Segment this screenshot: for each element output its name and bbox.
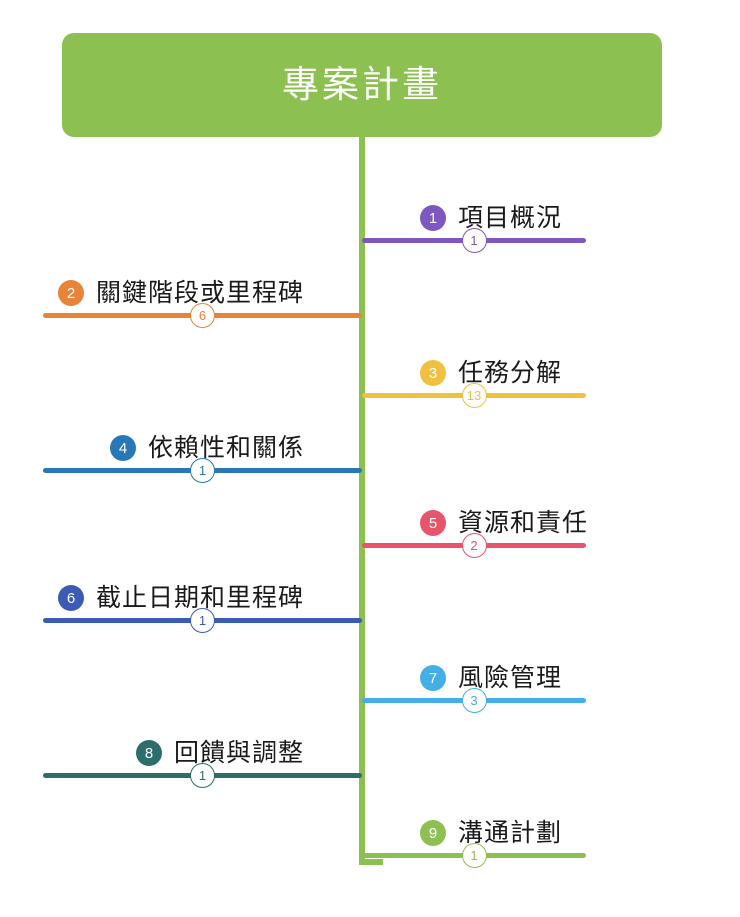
child-count-badge-4[interactable]: 1 [190, 458, 215, 483]
branch-label-row-1[interactable]: 1 項目概況 [420, 205, 562, 231]
child-count-badge-8[interactable]: 1 [190, 763, 215, 788]
node-number-badge-6: 6 [57, 585, 84, 611]
child-count-badge-7[interactable]: 3 [461, 688, 487, 713]
node-label-4: 依賴性和關係 [147, 434, 304, 462]
trunk-line [359, 137, 365, 865]
branch-label-row-5[interactable]: 5 資源和責任 [420, 510, 588, 536]
node-number-badge-2: 2 [57, 280, 84, 306]
branch-label-row-4[interactable]: 4 依賴性和關係 [109, 434, 304, 462]
child-count-badge-1[interactable]: 1 [461, 228, 487, 253]
node-number-badge-8: 8 [135, 740, 162, 766]
child-count-badge-6[interactable]: 1 [190, 608, 215, 633]
branch-label-row-8[interactable]: 8 回饋與調整 [135, 739, 304, 767]
node-number-badge-7: 7 [420, 665, 446, 691]
node-number-badge-3: 3 [420, 360, 446, 386]
node-label-6: 截止日期和里程碑 [95, 584, 304, 612]
node-label-9: 溝通計劃 [458, 819, 563, 847]
child-count-badge-5[interactable]: 2 [461, 533, 487, 558]
child-count-badge-3[interactable]: 13 [461, 383, 487, 408]
node-label-8: 回饋與調整 [173, 739, 304, 767]
node-number-badge-9: 9 [420, 820, 446, 846]
child-count-badge-9[interactable]: 1 [461, 843, 487, 868]
node-number-badge-5: 5 [420, 510, 446, 536]
trunk-foot [359, 859, 383, 865]
branch-label-row-2[interactable]: 2 關鍵階段或里程碑 [57, 279, 304, 307]
branch-label-row-7[interactable]: 7 風險管理 [420, 665, 562, 691]
node-label-2: 關鍵階段或里程碑 [95, 279, 304, 307]
node-label-7: 風險管理 [458, 664, 563, 692]
branch-label-row-9[interactable]: 9 溝通計劃 [420, 820, 562, 846]
node-number-badge-1: 1 [420, 205, 446, 231]
root-node[interactable]: 專案計畫 [62, 33, 662, 137]
child-count-badge-2[interactable]: 6 [190, 303, 215, 328]
node-label-3: 任務分解 [458, 359, 563, 387]
node-number-badge-4: 4 [109, 435, 136, 461]
node-label-5: 資源和責任 [458, 509, 589, 537]
branch-label-row-3[interactable]: 3 任務分解 [420, 360, 562, 386]
branch-label-row-6[interactable]: 6 截止日期和里程碑 [57, 584, 304, 612]
root-title: 專案計畫 [282, 64, 442, 106]
node-label-1: 項目概況 [458, 204, 563, 232]
